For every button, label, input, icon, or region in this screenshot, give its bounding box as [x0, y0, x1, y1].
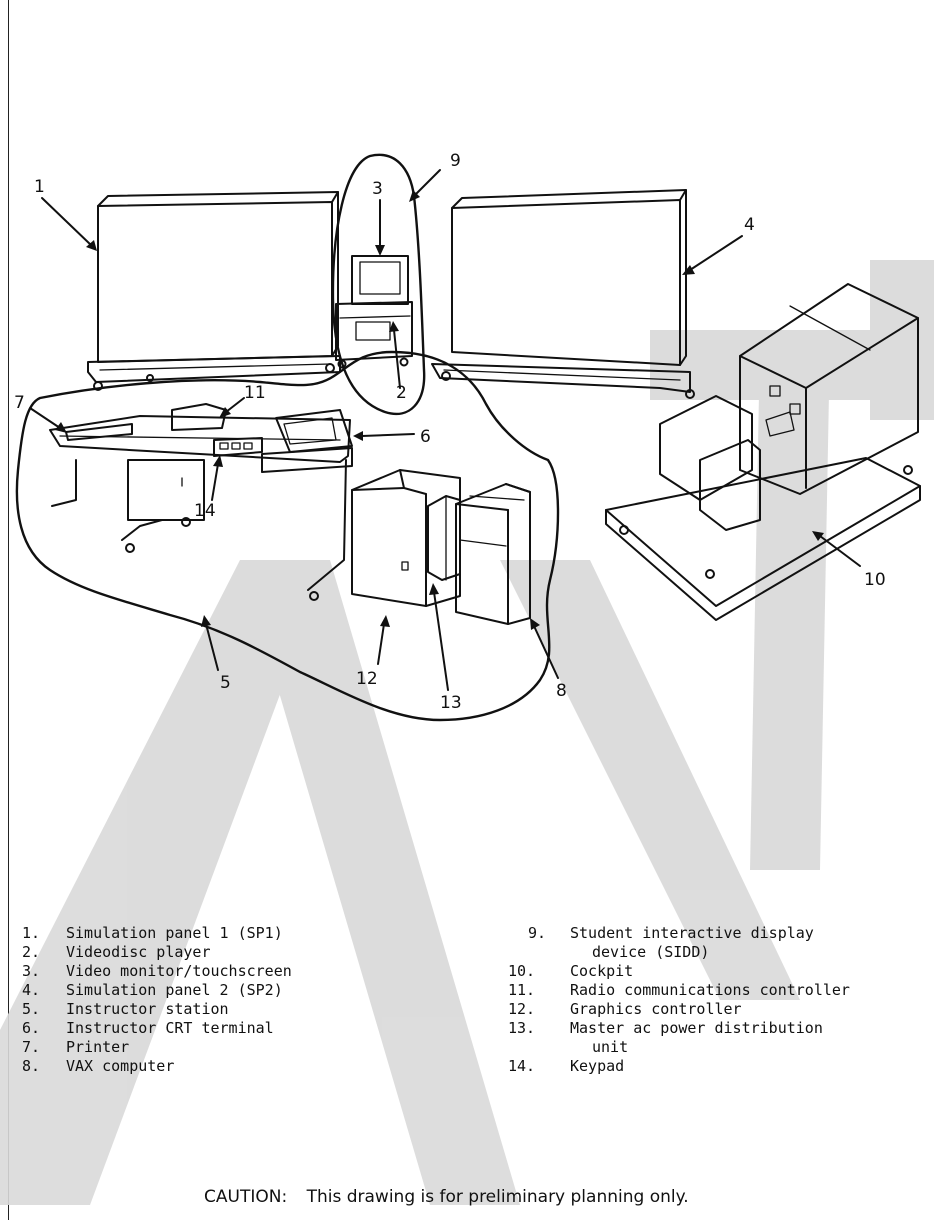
power-distribution-unit — [427, 495, 461, 581]
instructor-station-outline — [15, 350, 560, 722]
simulation-panel-1 — [87, 191, 341, 391]
simulation-panel-2 — [431, 189, 695, 399]
vax-computer — [455, 483, 531, 625]
caution-text: This drawing is for preliminary planning… — [306, 1187, 689, 1207]
callout-13: 13 — [440, 693, 462, 713]
callout-10: 10 — [864, 570, 886, 590]
legend: 1. Simulation panel 1 (SP1) 2. Videodisc… — [22, 924, 850, 1075]
callout-14: 14 — [194, 501, 216, 521]
callout-arrows — [29, 169, 861, 691]
simulator-layout-drawing: 1 2 3 4 5 6 7 8 9 10 11 12 13 14 — [14, 151, 921, 722]
instructor-desk — [49, 403, 353, 601]
callout-12: 12 — [356, 669, 378, 689]
callout-1: 1 — [34, 177, 45, 197]
callout-2: 2 — [396, 383, 407, 403]
callout-6: 6 — [420, 427, 431, 447]
graphics-controller — [351, 469, 461, 607]
callout-11: 11 — [244, 383, 266, 403]
cockpit — [605, 283, 921, 621]
callout-8: 8 — [556, 681, 567, 701]
caution-label: CAUTION: — [204, 1187, 288, 1207]
callout-7: 7 — [14, 393, 25, 413]
caution-note: CAUTION: This drawing is for preliminary… — [204, 1187, 689, 1207]
callout-5: 5 — [220, 673, 231, 693]
callout-9: 9 — [450, 151, 461, 171]
callout-3: 3 — [372, 179, 383, 199]
callout-4: 4 — [744, 215, 755, 235]
